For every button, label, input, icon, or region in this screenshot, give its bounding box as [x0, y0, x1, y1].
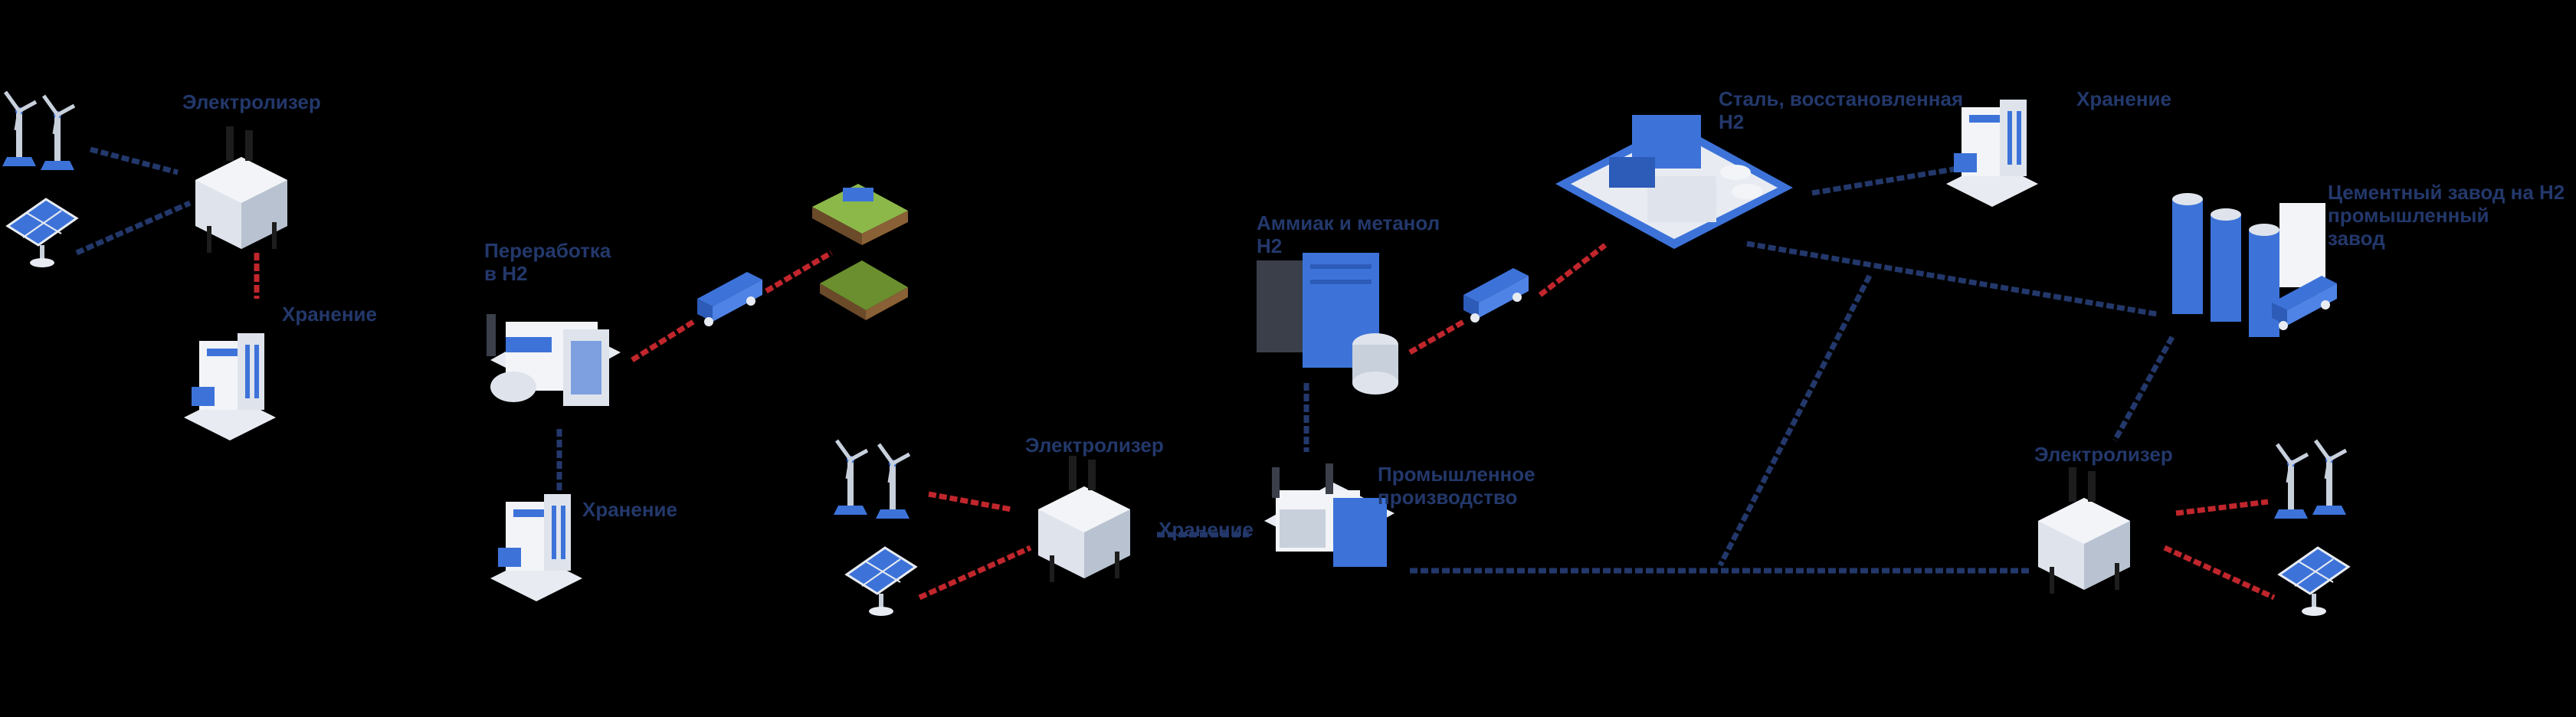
wind-turbines-3 [2274, 440, 2346, 519]
solar-panel-1 [6, 198, 78, 269]
truck-1 [697, 272, 762, 326]
label-steel-h2: Сталь, восстановленная H2 [1719, 87, 1964, 133]
electrolyzer-3 [2038, 467, 2130, 594]
industrial-plant [1264, 463, 1395, 567]
solar-panel-2 [845, 546, 917, 617]
electrolyzer-1 [195, 126, 287, 253]
label-storage-2: Хранение [582, 498, 677, 521]
label-processing-h2: Переработка в H2 [484, 239, 611, 285]
steel-plant [1555, 115, 1793, 249]
ammonia-plant [1257, 253, 1398, 395]
farmland-tiles [812, 184, 908, 320]
label-cement-h2: Цементный завод на H2 промышленный завод [2328, 181, 2565, 250]
processing-plant [487, 314, 621, 406]
label-transport-mid: Хранение [1159, 518, 1254, 541]
storage-station-1 [184, 333, 276, 440]
truck-2 [1463, 268, 1529, 322]
wind-turbines-1 [2, 92, 74, 170]
label-industrial: Промышленное производство [1378, 463, 1535, 509]
label-electrolyzer-3: Электролизер [2034, 443, 2173, 466]
label-storage-1: Хранение [282, 303, 377, 326]
electrolyzer-2 [1038, 456, 1130, 582]
label-electrolyzer-2: Электролизер [1025, 434, 1164, 457]
storage-station-2 [490, 494, 582, 601]
solar-panel-3 [2278, 546, 2350, 617]
cement-plant [2172, 193, 2337, 337]
wind-turbines-2 [834, 440, 909, 519]
label-storage-3: Хранение [2076, 87, 2171, 110]
label-electrolyzer-1: Электролизер [182, 90, 321, 113]
label-ammonia-h2: Аммиак и метанол H2 [1257, 211, 1440, 257]
connector-lines [75, 146, 2276, 601]
